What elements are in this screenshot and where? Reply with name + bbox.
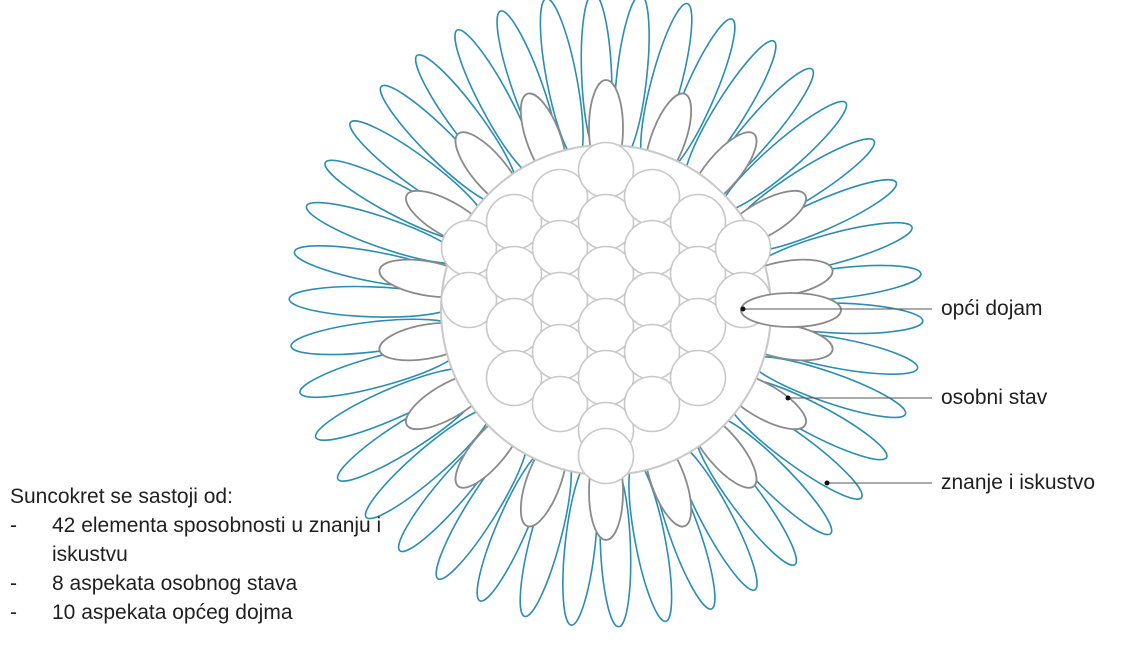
- label-general-impression: opći dojam: [941, 297, 1043, 321]
- leader-dot-attitude: [786, 396, 791, 401]
- legend-list: 42 elementa sposobnosti u znanju i iskus…: [10, 511, 410, 627]
- legend-item-general: 10 aspekata općeg dojma: [10, 598, 410, 627]
- inner-petal-highlight: [741, 293, 841, 327]
- center-circle: [716, 221, 771, 276]
- legend-item-knowledge: 42 elementa sposobnosti u znanju i iskus…: [10, 511, 412, 569]
- label-knowledge-experience: znanje i iskustvo: [941, 471, 1095, 495]
- label-personal-attitude: osobni stav: [941, 386, 1047, 410]
- leader-dot-general: [741, 307, 746, 312]
- center-circle: [671, 351, 726, 406]
- legend-item-attitude: 8 aspekata osobnog stava: [10, 569, 410, 598]
- center-circle: [579, 429, 634, 484]
- leader-dot-knowledge: [825, 481, 830, 486]
- general-impression-petal: [741, 293, 841, 327]
- legend-heading: Suncokret se sastoji od:: [10, 482, 410, 511]
- legend: Suncokret se sastoji od: 42 elementa spo…: [10, 482, 410, 627]
